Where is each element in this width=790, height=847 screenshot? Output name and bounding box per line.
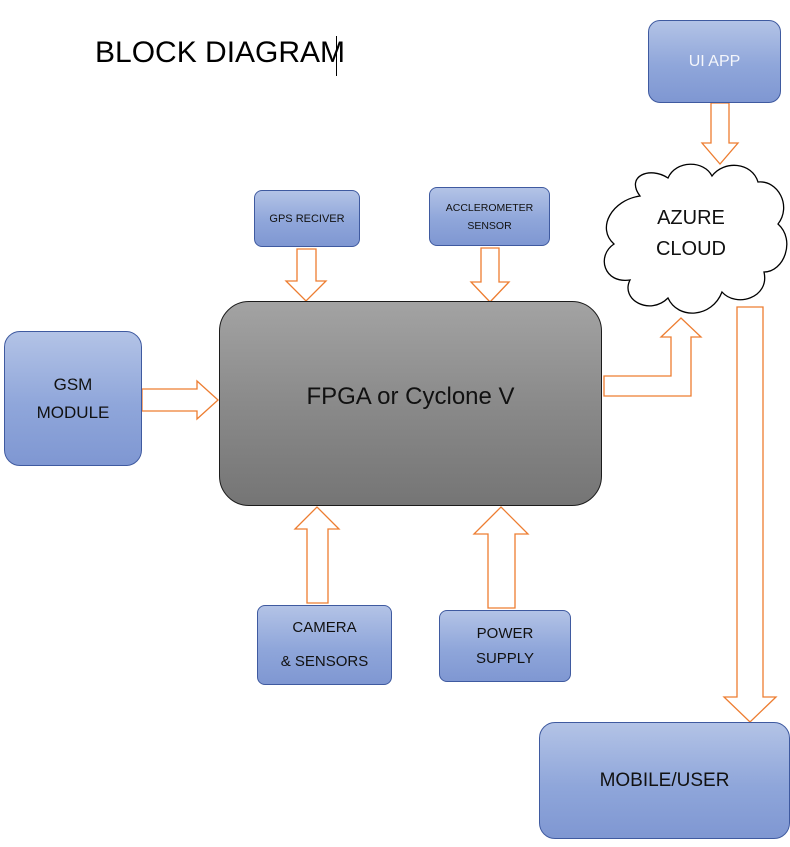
block-azure-cloud-label: AZURE CLOUD [655,207,726,260]
block-ui-app-label: UI APP [688,52,741,70]
block-camera-sensors: CAMERA & SENSORS [257,605,392,685]
block-accelerometer-sensor-label: ACCLEROMETER SENSOR [445,201,534,232]
arrow-accelerometer-to-fpga [469,247,511,303]
diagram-title: BLOCK DIAGRAM [95,36,346,69]
block-fpga: FPGA or Cyclone V [219,301,602,506]
arrow-cloud-to-mobile [722,306,778,723]
block-power-supply: POWER SUPPLY [439,610,571,682]
block-gsm-module: GSM MODULE [4,331,142,466]
block-fpga-label: FPGA or Cyclone V [306,382,515,410]
block-gps-receiver: GPS RECIVER [254,190,360,247]
arrow-gsm-to-fpga [141,379,219,421]
arrow-gps-to-fpga [284,248,328,302]
text-cursor [336,36,337,76]
arrow-power-to-fpga [472,506,530,609]
arrow-camera-to-fpga [293,506,341,604]
block-gsm-module-label: GSM MODULE [36,374,110,422]
block-mobile-user: MOBILE/USER [539,722,790,839]
block-mobile-user-label: MOBILE/USER [599,769,730,791]
arrow-fpga-to-cloud [603,317,703,397]
azure-cloud-shape [603,163,788,314]
block-gps-receiver-label: GPS RECIVER [269,212,345,225]
arrow-uiapp-to-cloud [700,102,740,165]
block-ui-app: UI APP [648,20,781,103]
block-camera-sensors-label: CAMERA & SENSORS [280,619,369,670]
block-power-supply-label: POWER SUPPLY [475,625,535,667]
block-accelerometer-sensor: ACCLEROMETER SENSOR [429,187,550,246]
